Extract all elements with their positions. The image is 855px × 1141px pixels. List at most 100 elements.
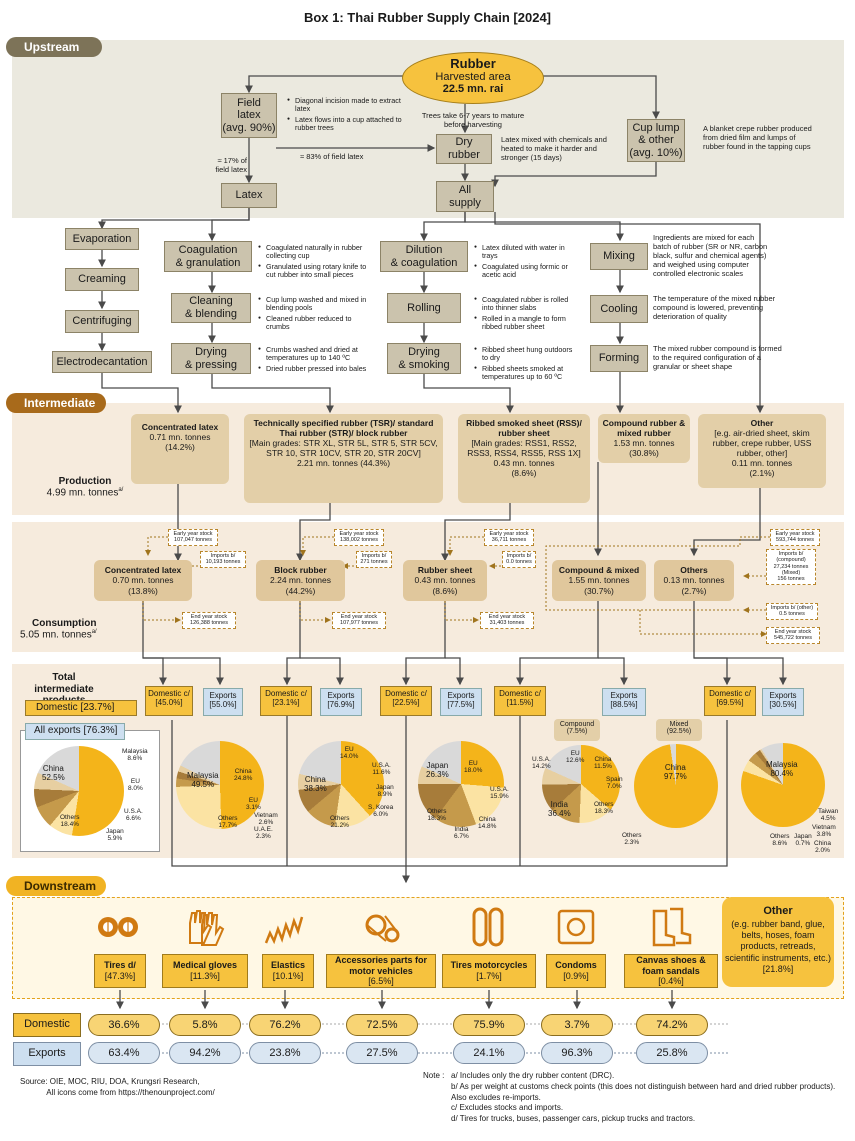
prod-concentrated-latex: Concentrated latex 0.71 mn. tonnes (14.2… (131, 414, 229, 484)
rubber-title: Rubber (450, 56, 496, 71)
dry-rubber-box: Dry rubber (436, 134, 492, 164)
cons-title: Compound & mixed (558, 565, 640, 576)
moto-tire-icon (466, 903, 512, 951)
product-tires: Tires d/ [47.3%] (94, 954, 146, 988)
pie-label: China 52.5% (42, 764, 65, 782)
end-stock-sheet: End year stock 31,403 tonnes (480, 612, 534, 629)
elastics-domestic-share: 76.2% (249, 1014, 321, 1036)
bullet: Cleaned rubber reduced to crumbs (258, 314, 376, 332)
dilution-line1: Dilution (405, 243, 443, 256)
canvas-shoes-exports-share: 25.8% (636, 1042, 708, 1064)
product-label: Medical gloves (172, 960, 238, 971)
tire-icon (96, 903, 142, 951)
note-a: a/ Includes only the dry rubber content … (451, 1071, 615, 1080)
bullet: Coagulated naturally in rubber collectin… (258, 243, 376, 261)
pie-all-exports (34, 746, 124, 836)
note-d: d/ Tires for trucks, buses, passenger ca… (451, 1114, 696, 1124)
production-summary: Production 4.99 mn. tonnesa/ (20, 476, 150, 498)
early-stock-sheet: Early year stock 36,711 tonnes (484, 529, 534, 546)
moto-tires-exports-share: 24.1% (453, 1042, 525, 1064)
dry-rubber-line2: rubber (448, 149, 480, 161)
domestic-total: Domestic [23.7%] (25, 700, 137, 716)
product-label: Condoms (555, 960, 597, 971)
cons-title: Rubber sheet (417, 565, 473, 576)
prod-rss-rubber-sheet: Ribbed smoked sheet (RSS)/ rubber sheet … (458, 414, 590, 503)
evaporation-box: Evaporation (65, 228, 139, 250)
exports-tag-others: Exports [30.5%] (762, 688, 804, 716)
pie-compound-exports (542, 745, 620, 823)
cup-lump-line2: & other (638, 134, 674, 147)
cons-concentrated-latex: Concentrated latex 0.70 mn. tonnes (13.8… (94, 560, 192, 601)
condom-icon (553, 903, 599, 951)
production-label: Production (58, 476, 112, 487)
dilution-line2: & coagulation (390, 256, 458, 269)
forming-box: Forming (590, 345, 648, 372)
pie-label: EU 18.0% (464, 760, 483, 775)
cons-body: 1.55 mn. tonnes (30.7%) (568, 575, 630, 596)
prod-title: Technically specified rubber (TSR)/ stan… (253, 418, 434, 439)
forming-note: The mixed rubber compound is formed to t… (653, 344, 782, 371)
page-title: Box 1: Thai Rubber Supply Chain [2024] (303, 10, 552, 25)
cons-body: 0.43 mn. tonnes (8.6%) (414, 575, 476, 596)
coag-line1: Coagulation (178, 243, 238, 256)
field-latex-line2: latex (237, 109, 261, 122)
cleaning-line2: & blending (185, 308, 237, 320)
drying-pressing-line1: Drying (195, 345, 227, 358)
gloves-exports-share: 94.2% (169, 1042, 241, 1064)
drying-pressing-box: Drying & pressing (171, 343, 251, 374)
all-supply-box: All supply (436, 181, 494, 212)
product-pct: [6.5%] (368, 976, 394, 987)
cleaning-bullets: Cup lump washed and mixed in blending po… (258, 295, 376, 333)
cons-body: 0.70 mn. tonnes (13.8%) (112, 575, 174, 596)
other-title: Other (763, 905, 793, 917)
product-medical-gloves: Medical gloves [11.3%] (162, 954, 248, 988)
bullet: Cup lump washed and mixed in blending po… (258, 295, 376, 313)
rolling-bullets: Coagulated rubber is rolled into thinner… (474, 295, 580, 333)
pie-label: India 36.4% (548, 800, 571, 818)
prod-body: [e.g. air-dried sheet, skim rubber, crep… (712, 428, 812, 479)
dilution-bullets: Latex diluted with water in trays Coagul… (474, 243, 580, 281)
pie-label: Japan 26.3% (426, 761, 449, 779)
exports-tag-sheet: Exports [77.5%] (440, 688, 482, 716)
product-tires-motorcycles: Tires motorcycles [1.7%] (442, 954, 536, 988)
cons-rubber-sheet: Rubber sheet 0.43 mn. tonnes (8.6%) (403, 560, 487, 601)
centrifuging-box: Centrifuging (65, 310, 139, 333)
exports-row-label: Exports (13, 1042, 81, 1066)
rubber-value: 22.5 mn. rai (442, 83, 504, 95)
latex-box: Latex (221, 183, 277, 208)
bullet: Ribbed sheets smoked at temperatures up … (474, 364, 580, 382)
rubber-harvested-area: Rubber Harvested area 22.5 mn. rai (402, 52, 544, 104)
bullet: Rolled in a mangle to form ribbed rubber… (474, 314, 580, 332)
pie-label: U.S.A. 15.9% (490, 786, 509, 801)
end-stock-latex: End year stock 126,388 tonnes (182, 612, 236, 629)
pie-label: Taiwan 4.5% (818, 808, 839, 823)
prod-body: 1.53 mn. tonnes (30.8%) (613, 438, 675, 459)
prod-body: [Main grades: RSS1, RSS2, RSS3, RSS4, RS… (467, 438, 581, 479)
cons-body: 0.13 mn. tonnes (2.7%) (663, 575, 725, 596)
pie-label: China 97.7% (664, 763, 687, 781)
pie-label: U.S.A. 14.2% (532, 756, 551, 771)
pie-label: Malaysia 49.5% (187, 771, 219, 789)
creaming-box: Creaming (65, 268, 139, 291)
pie-label: China 2.0% (814, 840, 831, 855)
pie-label: China 24.8% (234, 768, 253, 783)
domestic-tag-latex: Domestic c/ [45.0%] (145, 686, 193, 716)
pie-others-exports (741, 743, 825, 827)
domestic-tag-sheet: Domestic c/ [22.5%] (380, 686, 432, 716)
production-value: 4.99 mn. tonnes (46, 487, 119, 499)
prod-tsr-block-rubber: Technically specified rubber (TSR)/ stan… (244, 414, 443, 503)
accessories-exports-share: 27.5% (346, 1042, 418, 1064)
product-label: Tires d/ (104, 960, 136, 971)
moto-tires-domestic-share: 75.9% (453, 1014, 525, 1036)
pie-label: U.S.A. 11.6% (372, 762, 391, 777)
mixing-note: Ingredients are mixed for each batch of … (653, 233, 768, 278)
drying-smoking-bullets: Ribbed sheet hung outdoors to dry Ribbed… (474, 345, 580, 383)
drying-pressing-line2: & pressing (185, 358, 237, 371)
note-c: c/ Excludes stocks and imports. (451, 1103, 564, 1113)
pie-label: Japan 5.9% (106, 828, 124, 843)
imports-compound-mixed: Imports b/ (compound) 27,234 tonnes (Mix… (766, 549, 816, 585)
pie-label: China 14.8% (478, 816, 497, 831)
cup-lump-box: Cup lump & other (avg. 10%) (627, 119, 685, 162)
early-stock-latex: Early year stock 107,047 tonnes (168, 529, 218, 546)
imports-latex: Imports b/ 10,193 tonnes (200, 551, 246, 568)
